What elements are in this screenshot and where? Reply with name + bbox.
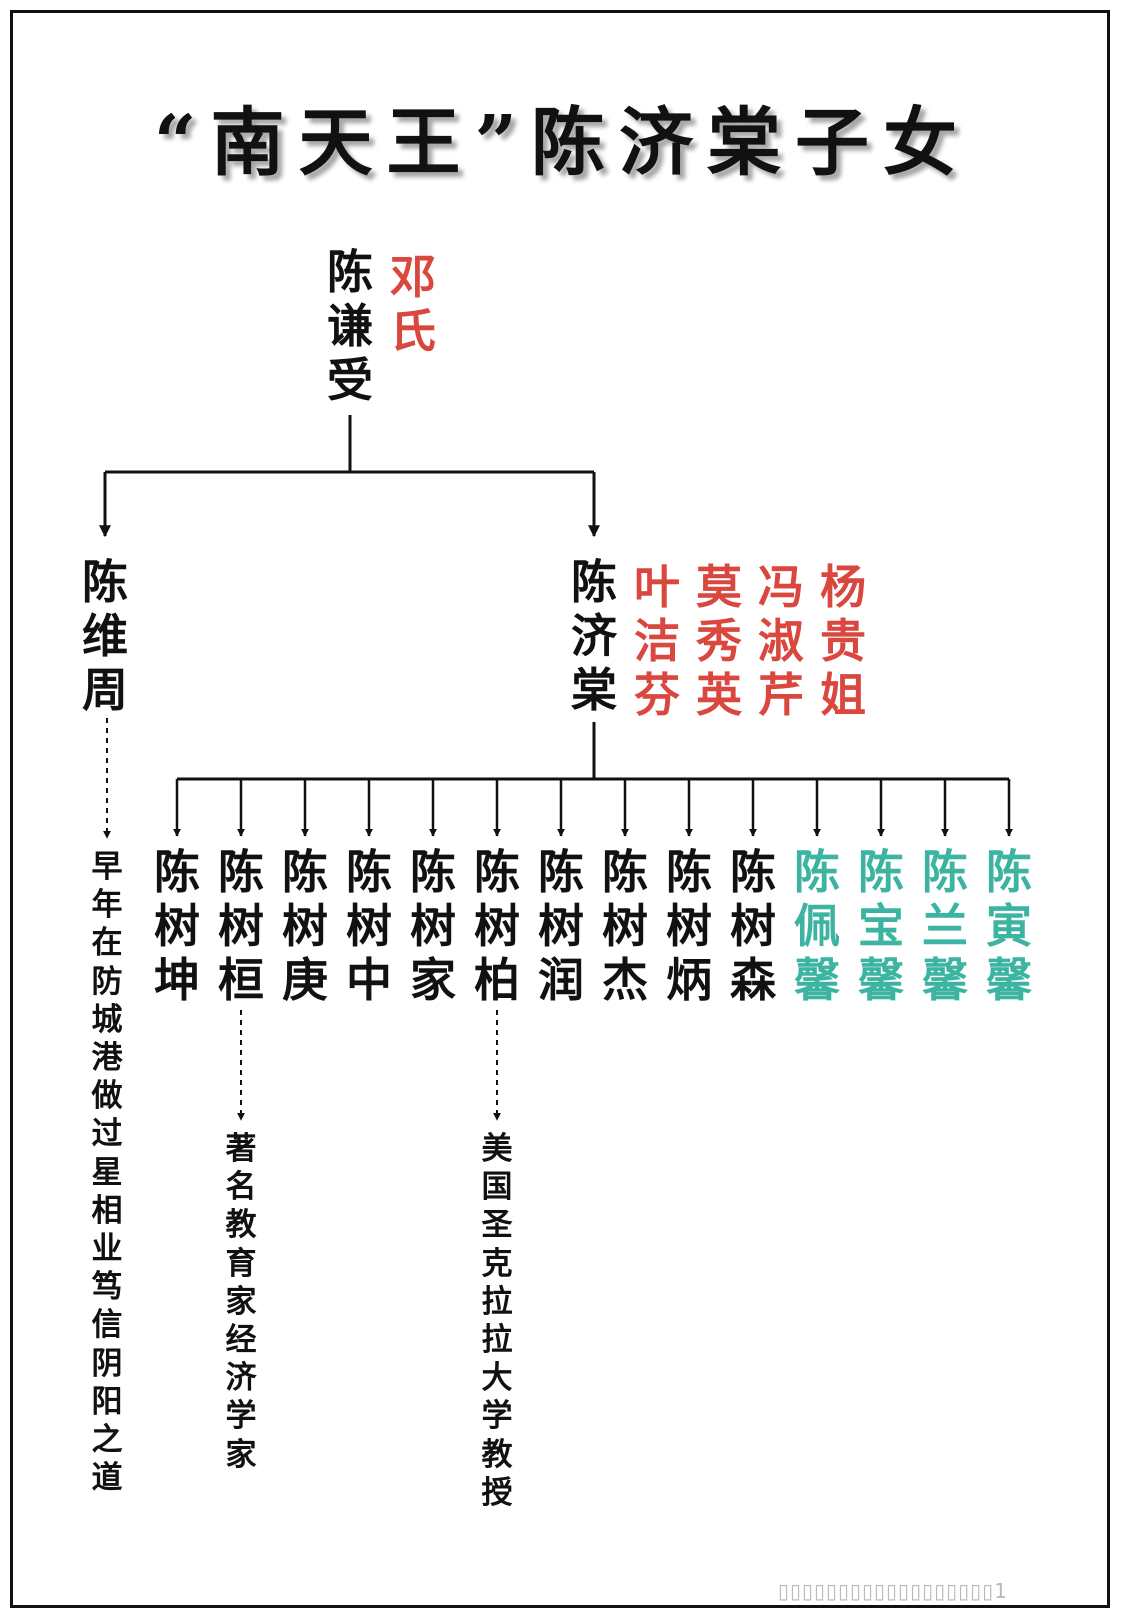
child-name-9: 陈树森 <box>730 845 776 1007</box>
child-name-8: 陈树炳 <box>666 845 712 1007</box>
child-name-12: 陈兰馨 <box>922 845 968 1007</box>
wife-name: 莫秀英 <box>696 560 742 722</box>
chen-weizhou-note: 早年在防城港做过星相业笃信阴阳之道 <box>91 849 123 1497</box>
wife-name: 叶洁芬 <box>634 560 680 722</box>
child-name-4: 陈树家 <box>410 845 456 1007</box>
child-name-2: 陈树庚 <box>282 845 328 1007</box>
child-name-6: 陈树润 <box>538 845 584 1007</box>
diagram-frame <box>10 10 1110 1608</box>
child-name-13: 陈寅馨 <box>986 845 1032 1007</box>
child-name-1: 陈树桓 <box>218 845 264 1007</box>
chen-shuhuan-note: 著名教育家经济学家 <box>225 1131 257 1473</box>
wife-name: 冯淑芹 <box>758 560 804 722</box>
wife-name: 杨贵姐 <box>820 560 866 722</box>
parent-mother-name: 邓氏 <box>390 250 436 358</box>
watermark: ▯▯▯▯▯▯▯▯▯▯▯▯▯▯▯▯▯▯1 <box>778 1581 1008 1601</box>
son-chen-jitang: 陈济棠 <box>571 555 617 717</box>
chen-shubai-note: 美国圣克拉拉大学教授 <box>481 1131 513 1511</box>
child-name-7: 陈树杰 <box>602 845 648 1007</box>
child-name-0: 陈树坤 <box>154 845 200 1007</box>
child-name-11: 陈宝馨 <box>858 845 904 1007</box>
child-name-3: 陈树中 <box>346 845 392 1007</box>
child-name-5: 陈树柏 <box>474 845 520 1007</box>
child-name-10: 陈佩馨 <box>794 845 840 1007</box>
son-chen-weizhou: 陈维周 <box>82 555 128 717</box>
parent-father-name: 陈谦受 <box>327 245 373 407</box>
diagram-title: “南天王”陈济棠子女 <box>153 100 972 186</box>
